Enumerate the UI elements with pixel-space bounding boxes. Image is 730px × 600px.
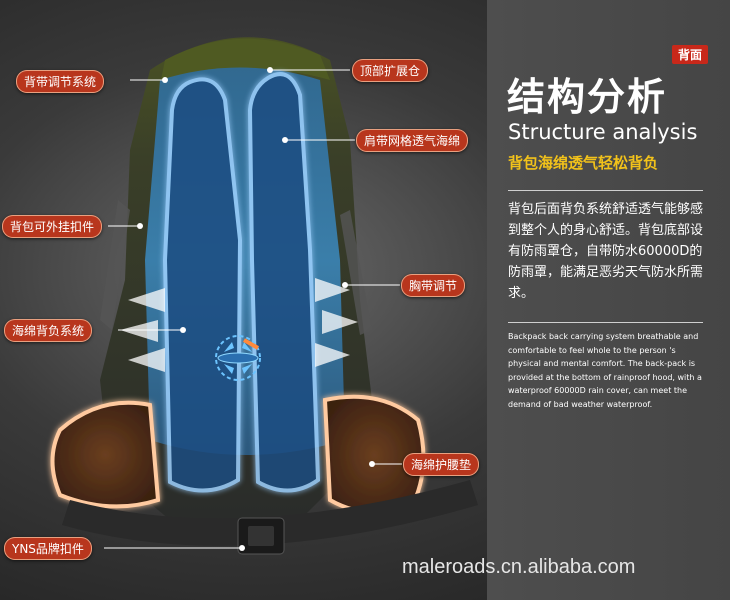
leader-dots: [137, 67, 375, 551]
breathing-logo: [215, 335, 261, 381]
callout-shoulder-mesh: 肩带网格透气海绵: [356, 129, 469, 152]
callout-waist-pad: 海绵护腰垫: [403, 453, 480, 476]
left-shoulder-strap: [162, 77, 243, 493]
callout-top-expansion: 顶部扩展仓: [352, 59, 429, 82]
top-lid: [160, 38, 330, 85]
page-title: 结构分析: [507, 75, 668, 119]
callout-shoulder-adjust: 背带调节系统: [16, 70, 105, 93]
side-tag: 背面: [672, 45, 709, 64]
page-title-en: Structure analysis: [508, 120, 698, 144]
leader-lines: [104, 69, 402, 549]
info-panel: [487, 0, 730, 600]
right-shoulder-strap: [247, 72, 321, 493]
watermark: maleroads.cn.alibaba.com: [402, 556, 636, 578]
divider-top: [508, 190, 703, 191]
description-en: Backpack back carrying system breathable…: [508, 332, 702, 409]
divider-middle: [508, 322, 703, 323]
subtitle: 背包海绵透气轻松背负: [508, 154, 659, 172]
callout-buckle: YNS品牌扣件: [4, 537, 92, 560]
left-waist-pad: [50, 400, 161, 509]
callout-chest-strap: 胸带调节: [401, 274, 466, 297]
right-side-strap: [340, 210, 372, 335]
callout-external-hook: 背包可外挂扣件: [2, 215, 103, 238]
callout-sponge-back: 海绵背负系统: [4, 319, 93, 342]
hip-belt: [62, 480, 478, 546]
description-cn: 背包后面背负系统舒适透气能够感到整个人的身心舒适。背包底部设有防雨罩仓，自带防水…: [508, 202, 704, 301]
airflow-arrows: [120, 278, 358, 372]
left-side-strap: [100, 200, 130, 330]
